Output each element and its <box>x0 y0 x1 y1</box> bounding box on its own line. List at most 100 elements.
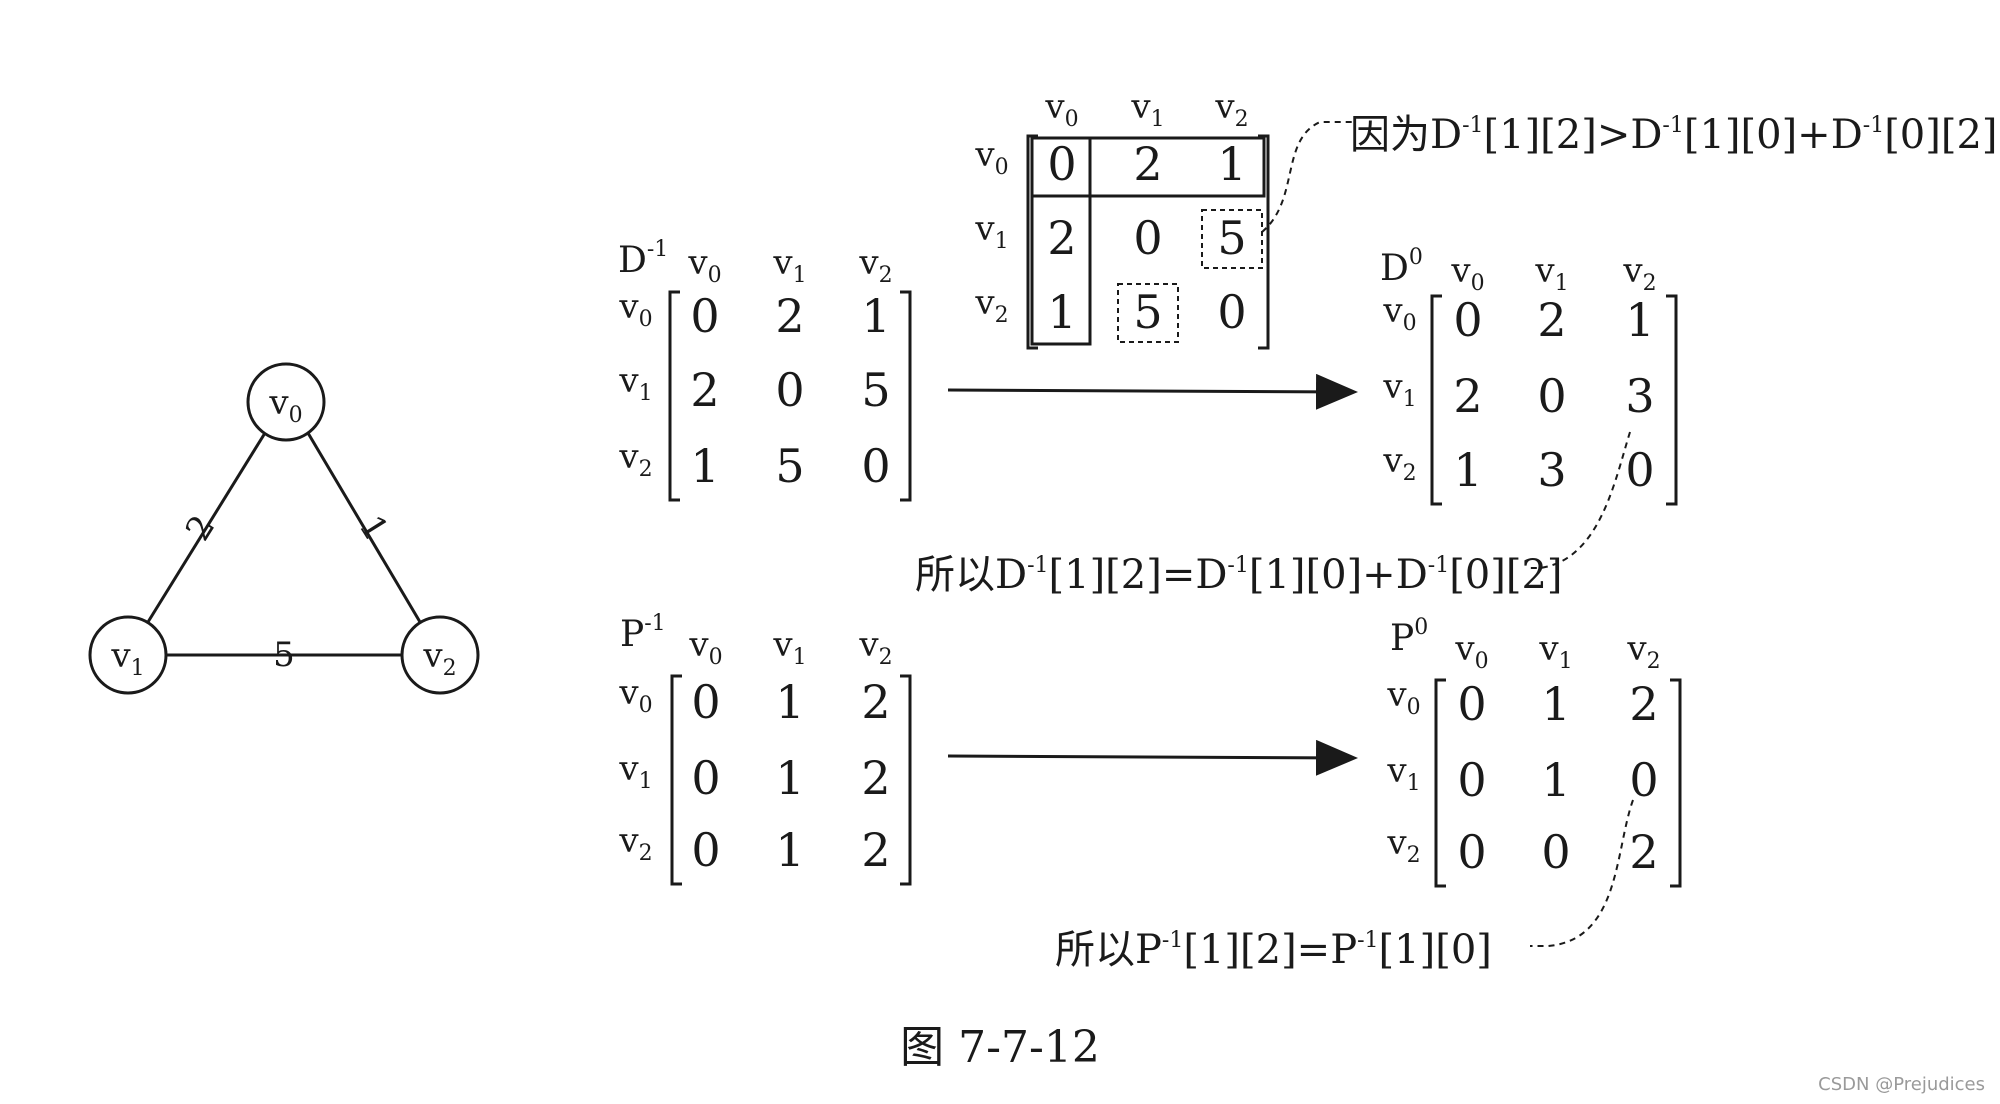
p-before-cell-2-2: 2 <box>861 823 890 877</box>
watermark: CSDN @Prejudices <box>1818 1074 1985 1095</box>
graph-edge-v0-v2 <box>306 432 422 623</box>
weighted-graph: 2 1 5 v0 v1 v2 <box>88 362 480 695</box>
callout-so-d <box>1530 431 1631 569</box>
d-after-cell-0-1: 2 <box>1537 293 1566 347</box>
d-after-left-bracket <box>1430 294 1442 506</box>
d-before-col-header-1: v1 <box>772 243 806 288</box>
note-so-p-sup-0: -1 <box>1162 928 1183 953</box>
d-before-cell-0-2: 1 <box>861 289 890 343</box>
d-before-cell-2-2: 0 <box>861 439 890 493</box>
graph-node-v2: v2 <box>400 615 480 695</box>
svg-text:v1: v1 <box>110 636 144 681</box>
p-before-cell-1-0: 0 <box>691 751 720 805</box>
note-because-sup-0: -1 <box>1462 113 1483 138</box>
p-after-cell-1-1: 1 <box>1541 753 1570 807</box>
node-v1-sub: 1 <box>131 656 145 681</box>
d-after-col-header-0: v0 <box>1450 251 1484 296</box>
d-before-cell-2-1: 5 <box>775 439 804 493</box>
d-inset-cell-2-1: 5 <box>1133 285 1162 339</box>
p-after-cell-0-1: 1 <box>1541 677 1570 731</box>
arrow-d-transform <box>947 373 1358 410</box>
d-inset-cell-1-1: 0 <box>1133 211 1162 265</box>
p-after-cell-2-1: 0 <box>1541 825 1570 879</box>
p-before-cell-2-1: 1 <box>775 823 804 877</box>
note-so-p-text-0: [1][2]=P <box>1183 927 1357 973</box>
callout-so-p <box>1530 799 1634 947</box>
d-before-right-bracket <box>900 290 912 502</box>
d-before-left-bracket <box>668 290 680 502</box>
d-after-name: D0 <box>1380 245 1423 289</box>
note-because: 因为D-1[1][2]>D-1[1][0]+D-1[0][2] <box>1350 112 1998 158</box>
p-after-right-bracket <box>1670 678 1682 888</box>
d-after-row-header-0: v0 <box>1382 291 1416 336</box>
d-after-row-header-1: v1 <box>1382 367 1416 412</box>
d-after-cell-2-2: 0 <box>1625 443 1654 497</box>
svg-text:v2: v2 <box>422 636 456 681</box>
p-after-col-header-2: v2 <box>1626 629 1660 674</box>
d-inset-col-header-1: v1 <box>1130 87 1164 132</box>
d-before-cell-1-2: 5 <box>861 363 890 417</box>
d-before-cell-0-1: 2 <box>775 289 804 343</box>
p-before-cell-0-0: 0 <box>691 675 720 729</box>
d-inset-highlight-2-1 <box>1117 283 1179 343</box>
d-before-row-header-1: v1 <box>618 361 652 406</box>
p-before-cell-1-1: 1 <box>775 751 804 805</box>
d-inset-cell-0-0: 0 <box>1047 137 1076 191</box>
note-because-text-1: [1][0]+D <box>1684 112 1863 158</box>
p-after-cell-2-0: 0 <box>1457 825 1486 879</box>
p-before-row-header-2: v2 <box>618 821 652 866</box>
d-after-row-header-2: v2 <box>1382 441 1416 486</box>
d-after-right-bracket <box>1666 294 1678 506</box>
d-after-cell-0-2: 1 <box>1625 293 1654 347</box>
d-after-cell-2-0: 1 <box>1453 443 1482 497</box>
d-inset-row-header-2: v2 <box>974 283 1008 328</box>
p-before-col-header-2: v2 <box>858 625 892 670</box>
d-before-cell-1-1: 0 <box>775 363 804 417</box>
d-before-col-header-2: v2 <box>858 243 892 288</box>
graph-node-v0: v0 <box>246 362 326 442</box>
note-so-p-prefix: 所以P <box>1055 927 1162 973</box>
d-inset-right-bracket <box>1258 134 1270 350</box>
note-because-text-0: [1][2]>D <box>1484 112 1663 158</box>
note-so-p: 所以P-1[1][2]=P-1[1][0] <box>1055 927 1492 973</box>
p-after-col-header-0: v0 <box>1454 629 1488 674</box>
node-v2-label: v <box>422 636 443 676</box>
p-before-cell-1-2: 2 <box>861 751 890 805</box>
note-so-d-prefix: 所以D <box>915 552 1027 598</box>
callout-because <box>1261 121 1352 233</box>
d-before-row-header-0: v0 <box>618 287 652 332</box>
d-inset-left-bracket <box>1026 134 1038 350</box>
note-because-prefix: 因为D <box>1350 112 1462 158</box>
note-so-d-text-1: [1][0]+D <box>1249 552 1428 598</box>
note-so-d-text-0: [1][2]=D <box>1049 552 1228 598</box>
note-because-text-2: [0][2] <box>1884 112 1997 158</box>
d-after-col-header-1: v1 <box>1534 251 1568 296</box>
p-before-row-header-0: v0 <box>618 673 652 718</box>
note-so-d-sup-2: -1 <box>1428 553 1449 578</box>
p-after-cell-2-2: 2 <box>1629 825 1658 879</box>
d-before-cell-2-0: 1 <box>690 439 719 493</box>
svg-text:v0: v0 <box>268 383 302 428</box>
d-inset-col-header-0: v0 <box>1044 87 1078 132</box>
note-so-d: 所以D-1[1][2]=D-1[1][0]+D-1[0][2] <box>915 552 1563 598</box>
note-because-sup-2: -1 <box>1863 113 1884 138</box>
p-before-name: P-1 <box>620 611 666 655</box>
d-inset-highlight-1-2 <box>1201 209 1263 269</box>
node-v0-label: v <box>268 383 289 423</box>
d-after-cell-0-0: 0 <box>1453 293 1482 347</box>
d-after-cell-1-0: 2 <box>1453 369 1482 423</box>
d-inset-row-header-1: v1 <box>974 209 1008 254</box>
edge-weight-v1-v2: 5 <box>273 635 295 675</box>
p-after-cell-0-0: 0 <box>1457 677 1486 731</box>
node-v0-sub: 0 <box>289 403 303 428</box>
p-after-cell-1-2: 0 <box>1629 753 1658 807</box>
d-inset-cell-0-2: 1 <box>1217 137 1246 191</box>
note-so-d-text-2: [0][2] <box>1449 552 1562 598</box>
note-so-d-sup-1: -1 <box>1227 553 1248 578</box>
graph-edge-v0-v1 <box>146 432 267 623</box>
p-before-col-header-1: v1 <box>772 625 806 670</box>
